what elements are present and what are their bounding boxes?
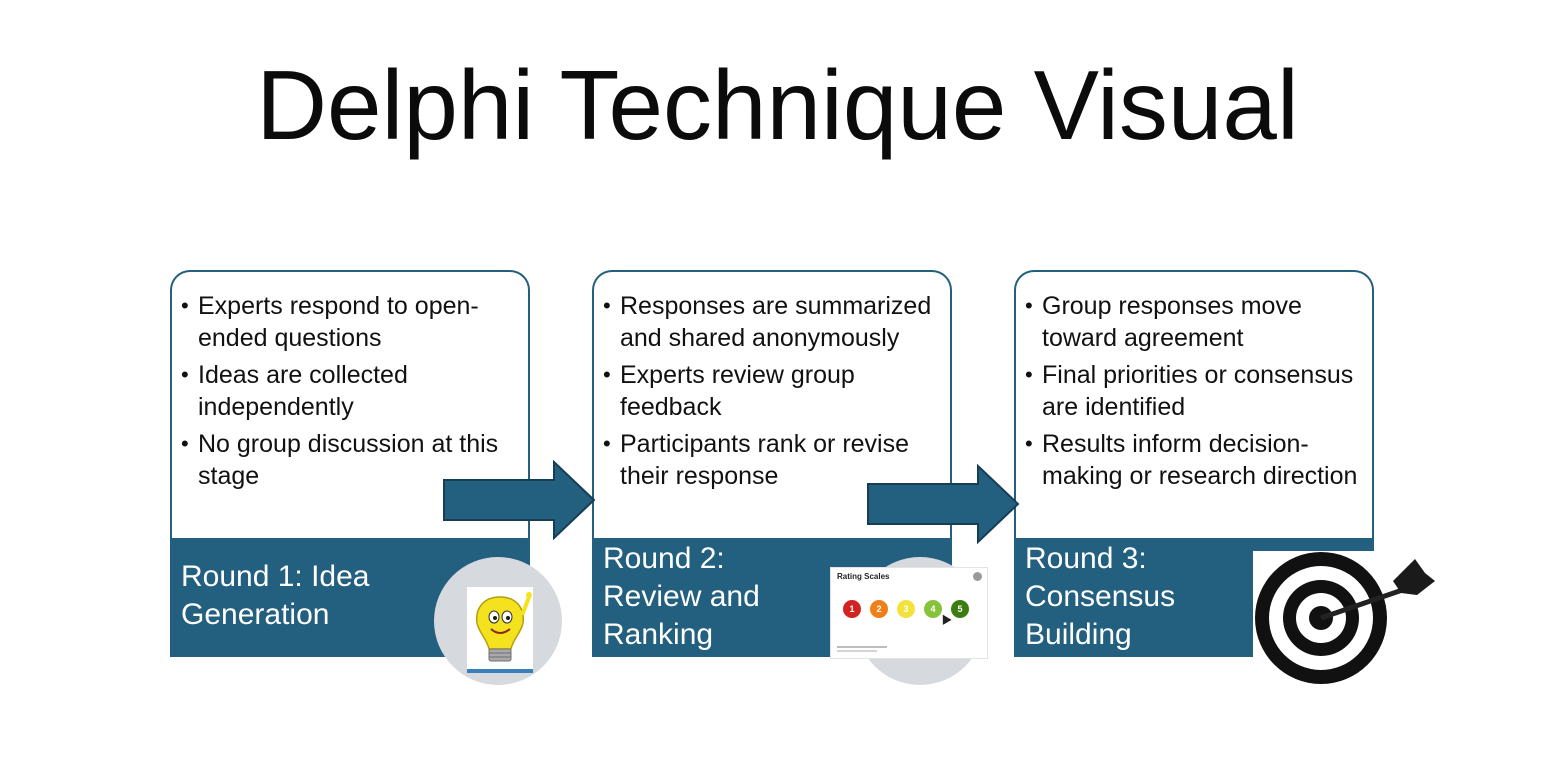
arrow-right-icon	[867, 464, 1020, 544]
round-2-bullet-list: Responses are summarized and shared anon…	[594, 272, 950, 492]
rating-dot: 3	[897, 600, 915, 618]
target-icon	[1255, 552, 1435, 684]
round-3-heading: Round 3: Consensus Building	[1025, 542, 1176, 651]
rating-scale-title: Rating Scales	[837, 572, 890, 581]
round-3-bullets-box: Group responses move toward agreement Fi…	[1014, 270, 1374, 572]
footer-line	[837, 650, 877, 652]
round-3-image-badge	[1253, 551, 1435, 685]
bullet-item: Experts review group feedback	[603, 359, 942, 423]
bullet-item: Experts respond to open-ended questions	[181, 290, 520, 354]
rating-dot: 1	[843, 600, 861, 618]
bullet-item: No group discussion at this stage	[181, 428, 520, 492]
slide-title: Delphi Technique Visual	[256, 50, 1299, 160]
arrow-right-icon	[443, 460, 596, 540]
settings-icon	[973, 572, 982, 581]
footer-line	[837, 646, 887, 648]
round-1-image-badge	[434, 557, 562, 685]
lightbulb-icon	[467, 587, 533, 673]
round-3-bullet-list: Group responses move toward agreement Fi…	[1016, 272, 1372, 492]
round-1-bullet-list: Experts respond to open-ended questions …	[172, 272, 528, 492]
round-1-label-bar: Round 1: Idea Generation	[170, 538, 530, 657]
bullet-item: Responses are summarized and shared anon…	[603, 290, 942, 354]
bullet-item: Group responses move toward agreement	[1025, 290, 1364, 354]
rating-dot: 4	[924, 600, 942, 618]
round-1-card: Experts respond to open-ended questions …	[170, 270, 530, 657]
round-1-heading: Round 1: Idea Generation	[181, 560, 370, 631]
bullet-item: Participants rank or revise their respon…	[603, 428, 942, 492]
bullet-item: Results inform decision-making or resear…	[1025, 428, 1364, 492]
round-2-heading: Round 2: Review and Ranking	[603, 542, 760, 651]
bullet-item: Ideas are collected independently	[181, 359, 520, 423]
rating-dot: 5	[951, 600, 969, 618]
round-1-bullets-box: Experts respond to open-ended questions …	[170, 270, 530, 572]
rating-dot: 2	[870, 600, 888, 618]
bullet-item: Final priorities or consensus are identi…	[1025, 359, 1364, 423]
